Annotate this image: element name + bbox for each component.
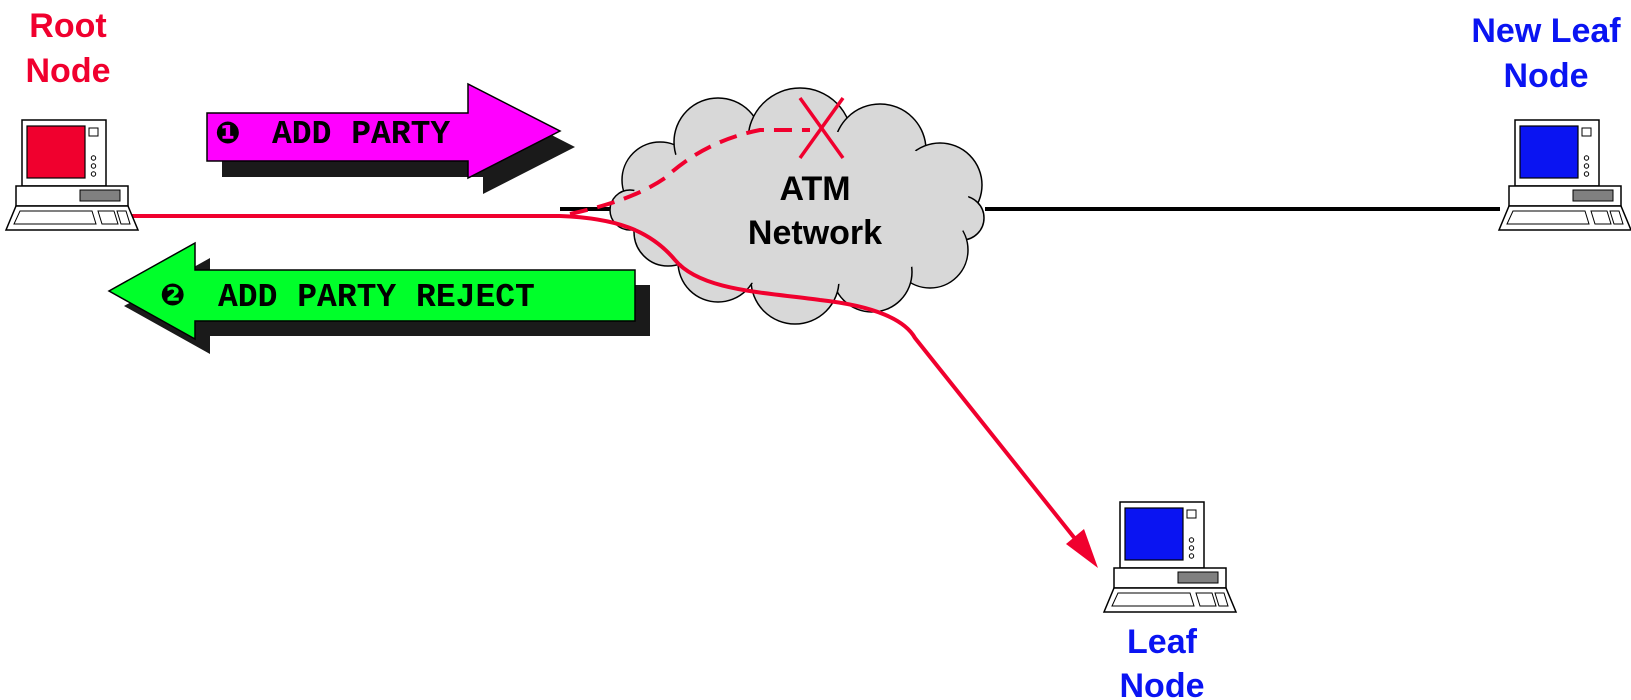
leaf-node-computer-icon [1103, 501, 1237, 613]
leaf-node-label-line2: Node [1120, 667, 1205, 700]
add-party-reject-label: ADD PARTY REJECT [218, 279, 535, 316]
new-leaf-node-label-line1: New Leaf [1471, 12, 1621, 50]
existing-connection-path [125, 214, 1090, 557]
new-leaf-node-computer-icon [1498, 119, 1631, 231]
x-mark-icon [798, 96, 845, 160]
atm-network-label-line2: Network [748, 214, 882, 252]
atm-network-label-line1: ATM [779, 170, 850, 208]
leaf-node-label-line1: Leaf [1127, 623, 1198, 661]
add-party-reject-number: ❷ [160, 278, 185, 313]
add-party-number: ❶ [215, 116, 240, 151]
add-party-reject-arrow [107, 241, 650, 354]
new-leaf-node-label-line2: Node [1504, 57, 1589, 95]
root-node-label-line2: Node [26, 52, 111, 90]
root-node-computer-icon [5, 119, 139, 231]
attempted-new-leaf-path [569, 128, 810, 216]
atm-network-cloud [609, 87, 985, 325]
add-party-arrow [206, 82, 575, 194]
add-party-label: ADD PARTY [272, 116, 450, 153]
root-node-label-line1: Root [29, 7, 106, 45]
leaf-arrowhead [1066, 529, 1098, 568]
